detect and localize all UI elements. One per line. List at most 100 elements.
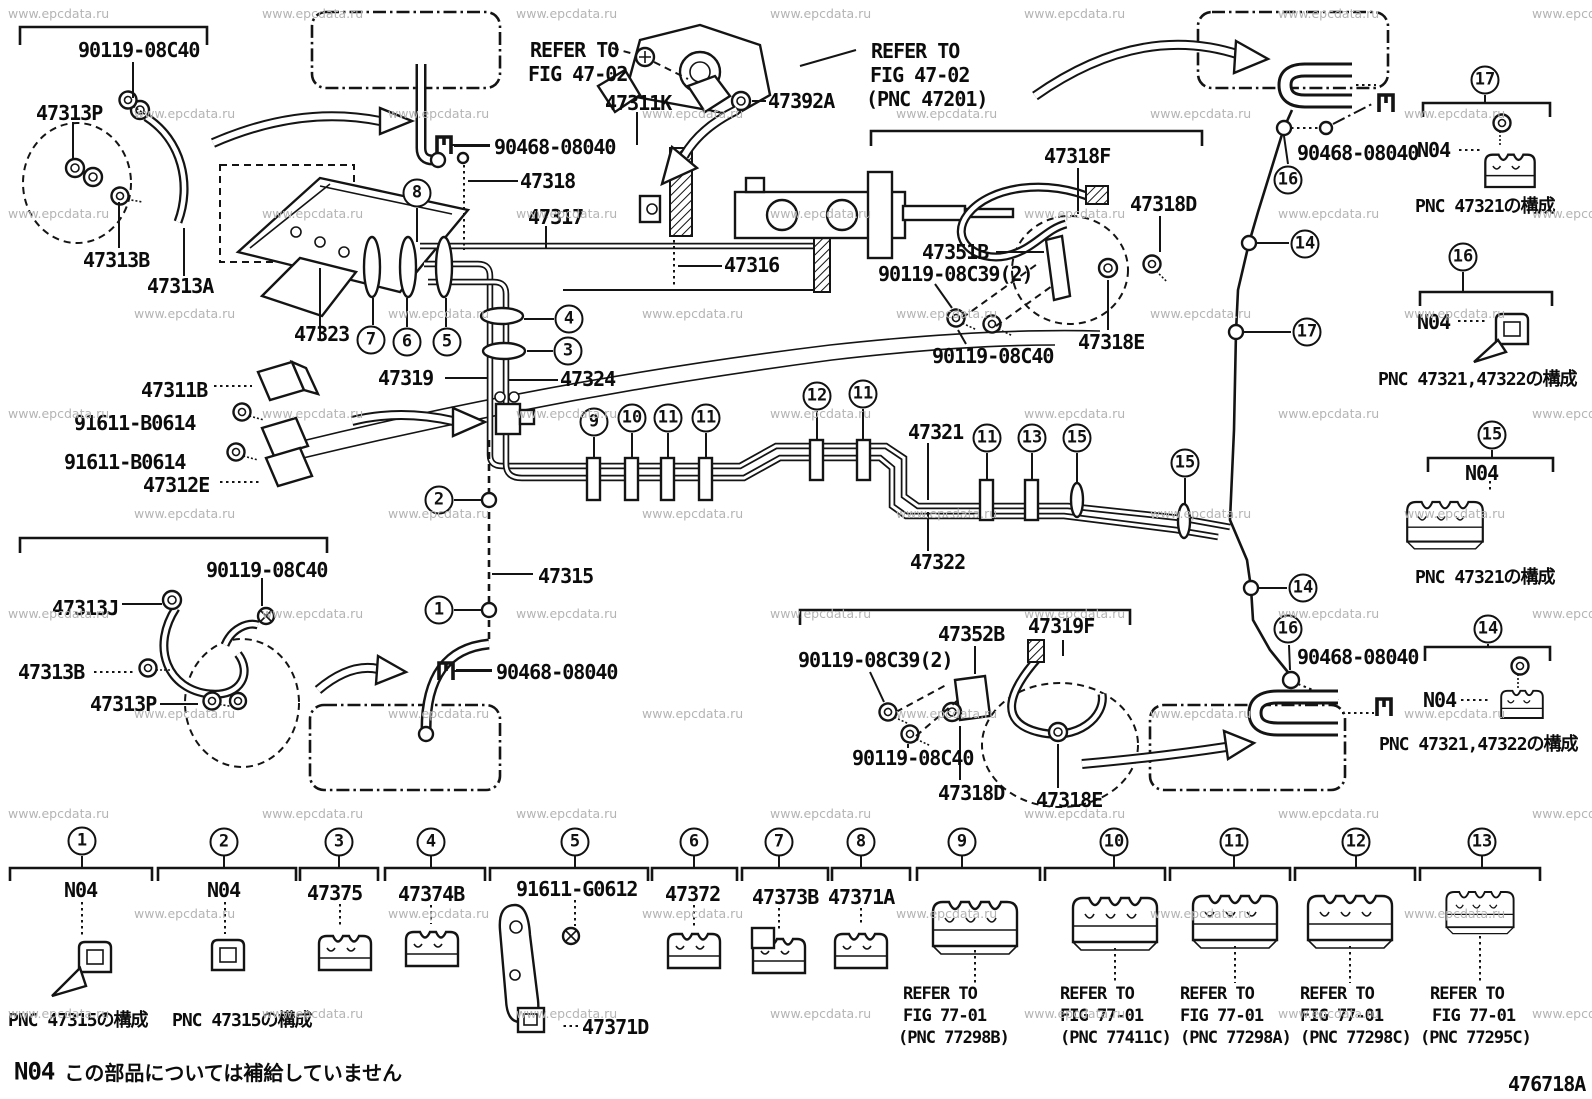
legend-callout-4: 4 [416,827,446,857]
refer-label: (PNC 77298A) [1180,1028,1292,1048]
group-bracket [18,25,209,45]
part-label: N04 [1417,138,1451,162]
clip-icon-14 [1500,656,1544,719]
callout-7: 7 [356,325,386,355]
footnote-code: N04 [14,1057,55,1086]
callout-8: 8 [402,178,432,208]
callout-2: 2 [424,485,454,515]
clip-icon-17 [1484,113,1536,189]
legend-label: 47373B [752,885,819,909]
callout-14: 14 [1473,614,1503,644]
legend-label: N04 [207,878,241,902]
callout-9: 9 [579,407,609,437]
refer-label: (PNC 77295C) [1420,1028,1532,1048]
part-label: 90468-08040 [1297,645,1419,669]
master-cylinder [596,23,1015,293]
tube-47315 [417,440,498,743]
part-label: 90468-08040 [494,135,616,159]
legend-callout-1: 1 [67,826,97,856]
callout-15: 15 [1062,423,1092,453]
legend-callout-7: 7 [764,827,794,857]
group-bracket [869,129,1204,146]
legend-callout-6: 6 [679,827,709,857]
legend-callout-3: 3 [324,827,354,857]
group-bracket [1423,645,1552,661]
refer-label: REFER TO [903,984,978,1004]
callout-13: 13 [1017,423,1047,453]
callout-17: 17 [1292,317,1322,347]
direction-arrow [1032,39,1271,101]
refer-label: FIG 77-01 [1060,1006,1144,1026]
part-label: 47318F [1044,144,1111,168]
refer-label: (PNC 47201) [866,87,988,111]
part-label: 47316 [724,253,780,277]
refer-label: REFER TO [871,39,960,63]
legend-label: 47371A [828,885,895,909]
pnc-caption: PNC 47321,47322の構成 [1378,369,1578,390]
clip-icon-16 [1473,312,1530,364]
footnote-text: この部品については補給していません [64,1061,403,1085]
legend-callout-11: 11 [1219,827,1249,857]
callout-14: 14 [1290,229,1320,259]
part-label: 90468-08040 [496,660,618,684]
part-label: 47313B [18,660,85,684]
part-label: 47318D [938,781,1005,805]
part-label: N04 [1465,461,1499,485]
direction-arrow [210,106,416,148]
refer-label: REFER TO [1300,984,1375,1004]
refer-label: REFER TO [1180,984,1255,1004]
refer-label: REFER TO [530,38,619,62]
part-label: 47319F [1028,614,1095,638]
direction-arrow [660,105,740,187]
legend-brackets [8,856,1542,1027]
part-label: 47317 [528,205,584,229]
group-bracket [18,536,329,553]
callout-16: 16 [1273,614,1303,644]
tube-connectors [224,359,321,488]
direction-arrow [314,654,409,694]
part-label: 90119-08C39(2) [798,648,954,672]
main-brake-lines [518,438,1231,541]
part-label: 90468-08040 [1297,141,1419,165]
u-pipe [1247,689,1393,737]
dashed-box-bottom-center [308,703,502,792]
group-bracket [1421,101,1552,117]
hose-47319F-cluster [869,639,1107,788]
part-label: 47324 [560,367,616,391]
legend-label: 47374B [398,882,465,906]
part-label: 47318E [1036,788,1103,812]
clip-icon-15 [1406,500,1484,550]
legend-label: 91611-G0612 [516,877,638,901]
part-label: 47313B [83,248,150,272]
refer-label: (PNC 77298C) [1300,1028,1412,1048]
part-label: 47318E [1078,330,1145,354]
refer-label: FIG 47-02 [870,63,970,87]
diagram-number: 476718A [1508,1072,1586,1096]
legend-callout-12: 12 [1341,827,1371,857]
u-pipe [1277,62,1395,112]
part-label: 47315 [538,564,594,588]
refer-label: FIG 77-01 [903,1006,987,1026]
refer-label: (PNC 77411C) [1060,1028,1172,1048]
callout-3: 3 [553,336,583,366]
legend-callout-2: 2 [209,827,239,857]
direction-arrow [350,406,488,438]
part-label: 47312E [143,473,210,497]
part-label: N04 [1417,310,1451,334]
callout-10: 10 [617,403,647,433]
front-brake-hose [64,62,189,276]
group-bracket [1418,290,1554,306]
refer-label: REFER TO [1430,984,1505,1004]
rear-tube-run [1227,103,1373,701]
callout-4: 4 [554,304,584,334]
callout-17: 17 [1470,65,1500,95]
callout-11: 11 [691,403,721,433]
legend-callout-10: 10 [1099,827,1129,857]
refer-label: FIG 77-01 [1432,1006,1516,1026]
pnc-caption: PNC 47321,47322の構成 [1379,734,1579,755]
dashed-box-bottom-right [1148,703,1347,792]
refer-label: REFER TO [1060,984,1135,1004]
direction-arrow [1081,729,1257,769]
